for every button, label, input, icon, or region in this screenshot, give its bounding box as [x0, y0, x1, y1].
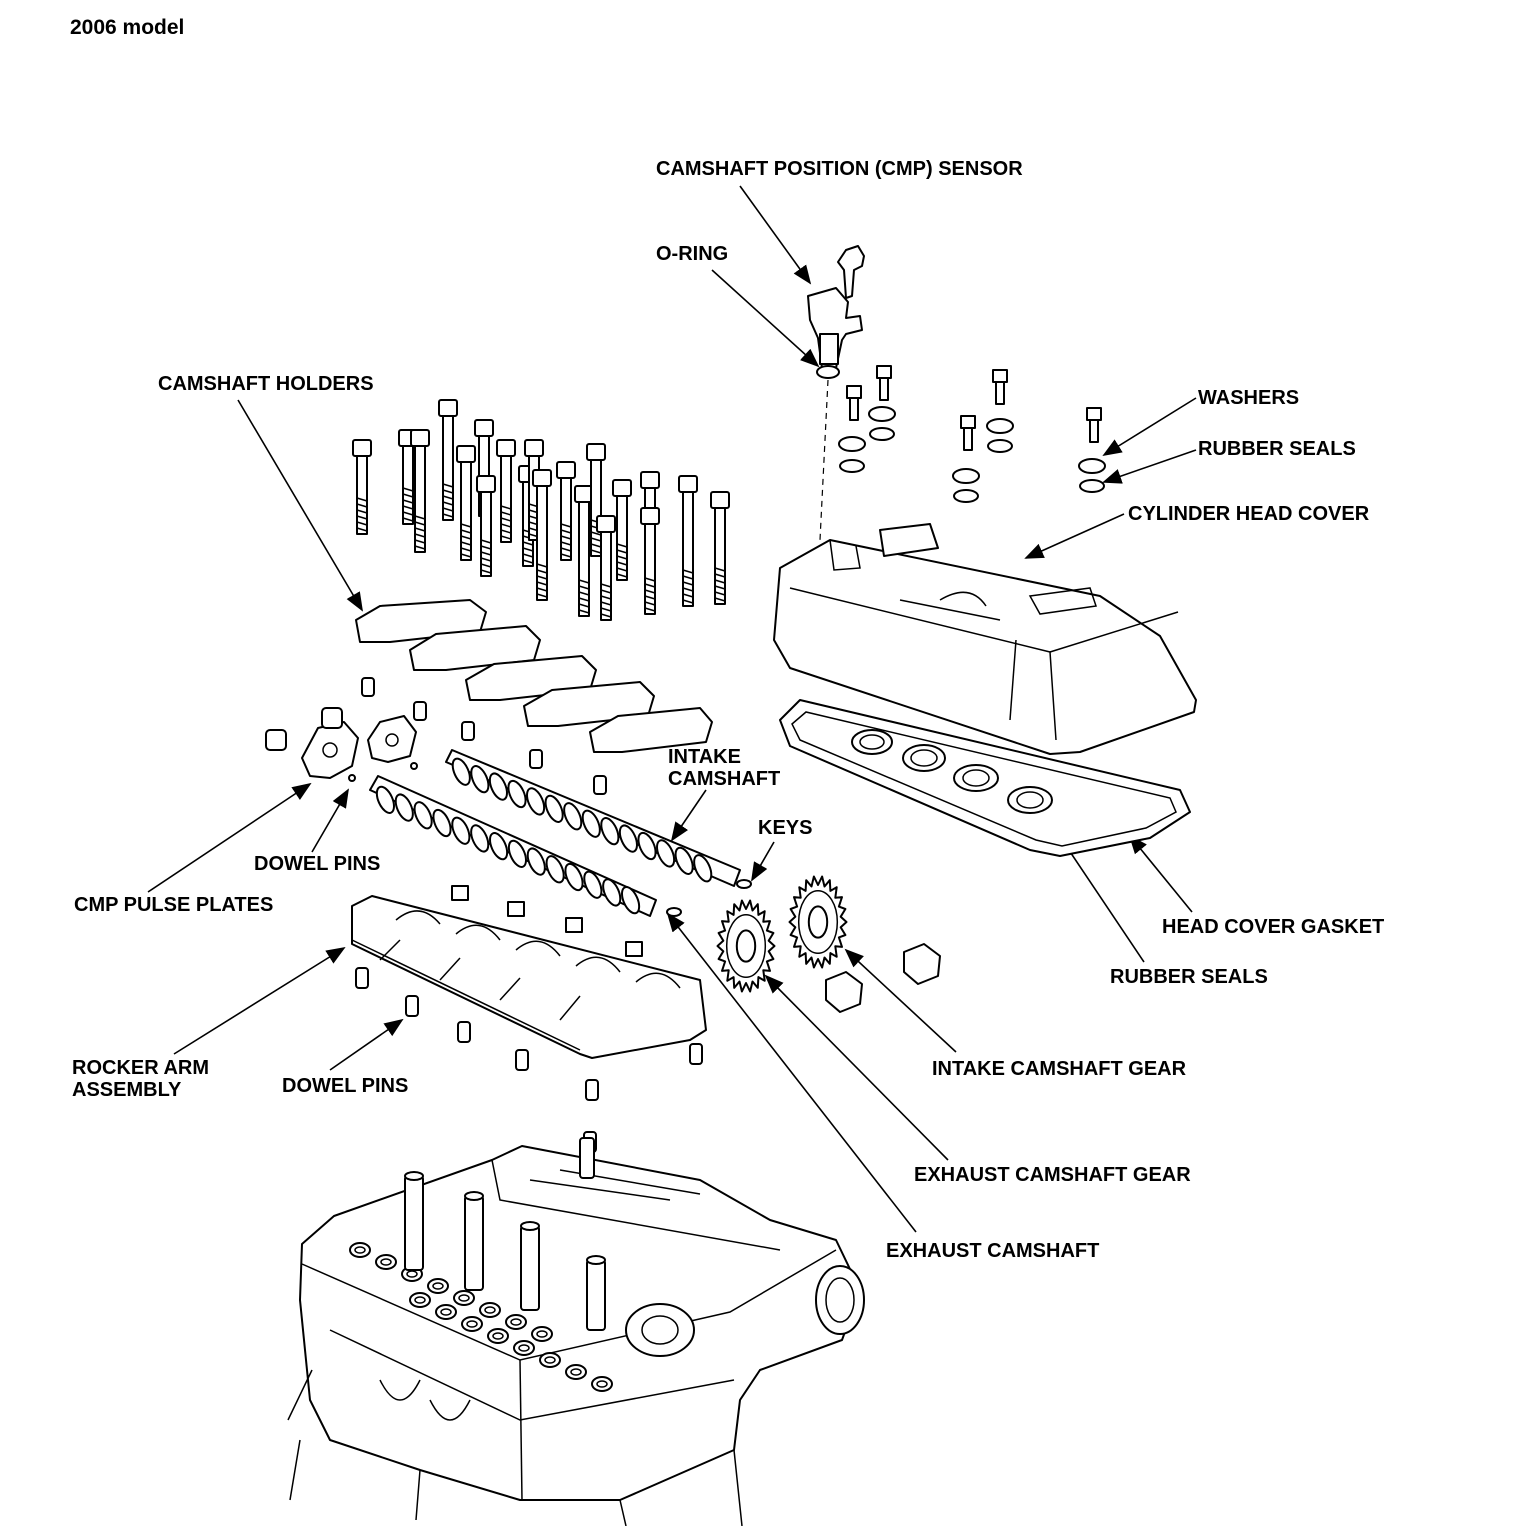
label-exhaust-camshaft-gear: EXHAUST CAMSHAFT GEAR: [914, 1164, 1191, 1186]
label-intake-camshaft-gear: INTAKE CAMSHAFT GEAR: [932, 1058, 1187, 1080]
rocker-arm-assembly: [351, 885, 707, 1059]
keys: [666, 879, 752, 917]
cmp-sensor: [807, 245, 865, 541]
label-o-ring: O-RING: [656, 243, 728, 265]
camshaft-holders: [355, 599, 713, 753]
label-cmp-pulse-plates: CMP PULSE PLATES: [74, 894, 273, 916]
leader-rubber-seals-top: [1102, 449, 1197, 484]
leader-o-ring: [711, 269, 820, 368]
exhaust-camshaft-gear: [716, 899, 776, 993]
gear-nuts: [825, 943, 941, 1013]
leader-cylinder-head-cover: [1024, 513, 1125, 559]
label-camshaft-holders: CAMSHAFT HOLDERS: [158, 373, 374, 395]
leader-cmp-pulse-plates: [147, 782, 312, 893]
label-intake-camshaft-line1: INTAKE: [668, 746, 741, 768]
camshaft-holder-bolts: [352, 399, 730, 621]
label-rubber-seals-top: RUBBER SEALS: [1198, 438, 1356, 460]
diagram-title: 2006 model: [70, 16, 184, 39]
exhaust-camshaft: [369, 775, 657, 917]
leader-exhaust-camshaft-gear: [764, 974, 949, 1161]
label-head-cover-gasket: HEAD COVER GASKET: [1162, 916, 1384, 938]
cylinder-head: [287, 1137, 865, 1526]
leader-keys: [751, 841, 775, 882]
leader-dowel-pins-top: [311, 788, 349, 853]
label-cylinder-head-cover: CYLINDER HEAD COVER: [1128, 503, 1370, 525]
label-dowel-pins-bottom: DOWEL PINS: [282, 1075, 408, 1097]
leader-camshaft-holders: [237, 399, 363, 612]
leader-dowel-pins-bottom: [329, 1018, 404, 1071]
label-rocker-arm-line2: ASSEMBLY: [72, 1079, 182, 1101]
dowel-pins-upper: [348, 677, 607, 795]
leader-lines: [147, 185, 1197, 1233]
head-cover-gasket: [779, 699, 1191, 857]
label-dowel-pins-top: DOWEL PINS: [254, 853, 380, 875]
cmp-pulse-plates: [265, 707, 417, 779]
o-ring-part: [816, 365, 840, 379]
head-cover-bolts: [838, 365, 1106, 503]
cylinder-head-cover: [773, 523, 1197, 755]
label-exhaust-camshaft: EXHAUST CAMSHAFT: [886, 1240, 1099, 1262]
leader-intake-camshaft-gear: [844, 948, 957, 1053]
intake-camshaft: [445, 749, 741, 887]
intake-camshaft-gear: [788, 875, 848, 969]
leader-rocker-arm: [173, 946, 346, 1055]
label-keys: KEYS: [758, 817, 812, 839]
label-intake-camshaft-line2: CAMSHAFT: [668, 768, 780, 790]
leader-cmp-sensor: [739, 185, 812, 285]
leader-intake-camshaft: [670, 789, 707, 842]
label-cmp-sensor: CAMSHAFT POSITION (CMP) SENSOR: [656, 158, 1023, 180]
leader-washers: [1102, 397, 1197, 457]
leader-head-cover-gasket: [1128, 834, 1193, 913]
label-rubber-seals-bottom: RUBBER SEALS: [1110, 966, 1268, 988]
label-washers: WASHERS: [1198, 387, 1299, 409]
leader-exhaust-camshaft: [666, 912, 917, 1233]
label-rocker-arm-line1: ROCKER ARM: [72, 1057, 209, 1079]
